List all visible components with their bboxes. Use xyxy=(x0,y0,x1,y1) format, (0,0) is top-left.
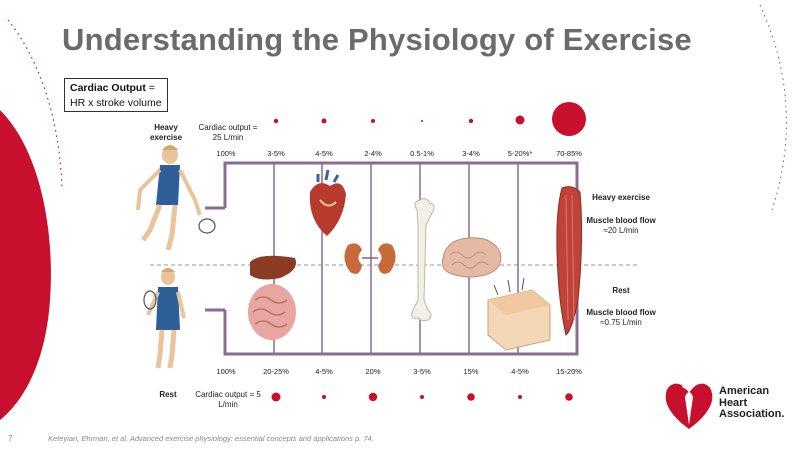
cardiac-output-term: Cardiac Output xyxy=(70,82,146,94)
rest-pct-brain: 15% xyxy=(463,367,479,376)
side-heavy-flow: Muscle blood flow ≈20 L/min xyxy=(582,216,660,236)
heavy-pct-total: 100% xyxy=(216,149,236,158)
skeletal-muscle-icon xyxy=(556,186,583,336)
rest-pct-skin: 4-5% xyxy=(511,367,529,376)
reference-citation: Keteyian, Ehrman, et al. Advanced exerci… xyxy=(48,434,374,443)
aha-wordmark: American Heart Association. xyxy=(719,385,785,421)
rest-dot-skin xyxy=(518,395,522,399)
rest-pct-digestive: 20-25% xyxy=(263,367,289,376)
rest-pct-bone: 3-5% xyxy=(413,367,431,376)
rest-pct-heart: 4-5% xyxy=(315,367,333,376)
rest-exercise-dots xyxy=(271,392,573,402)
dotted-arc-left xyxy=(7,19,63,191)
heavy-pct-brain: 3-4% xyxy=(462,149,480,158)
side-rest-title: Rest xyxy=(612,286,630,295)
tennis-player-heavy-figure xyxy=(136,145,216,251)
tennis-player-rest-figure xyxy=(143,268,186,369)
rest-dot-muscle xyxy=(565,393,573,401)
heavy-dot-skin xyxy=(515,115,525,125)
side-heavy-flow-label: Muscle blood flow xyxy=(586,216,656,225)
rest-dot-digestive xyxy=(271,392,281,402)
rest-dot-kidneys xyxy=(368,392,378,402)
rest-pct-muscle: 15-20% xyxy=(556,367,582,376)
heavy-exercise-label: Heavy exercise xyxy=(149,123,183,142)
rest-pct-total: 100% xyxy=(216,367,236,376)
heavy-dot-bone xyxy=(421,120,423,122)
aha-line-3: Association. xyxy=(719,408,785,420)
heavy-dot-brain xyxy=(468,118,474,124)
heavy-pct-skin: 5-20%* xyxy=(507,149,533,158)
liver-intestines-icon xyxy=(248,255,296,340)
heavy-exercise-dots xyxy=(273,102,586,136)
heart-icon xyxy=(309,169,346,236)
aha-heart-torch-logo-icon xyxy=(665,381,713,429)
rest-dot-brain xyxy=(467,393,475,401)
heavy-pct-kidneys: 2-4% xyxy=(364,149,382,158)
side-rest-flow-label: Muscle blood flow xyxy=(586,308,656,317)
heavy-dot-heart xyxy=(321,118,327,124)
heavy-pct-muscle: 70-85% xyxy=(556,149,582,158)
red-arc-decoration xyxy=(0,110,51,420)
heavy-pct-digestive: 3-5% xyxy=(267,149,285,158)
heavy-cardiac-output: Cardiac output = 25 L/min xyxy=(198,123,258,142)
heavy-dot-digestive xyxy=(273,118,279,124)
rest-label: Rest xyxy=(159,390,177,399)
skin-icon xyxy=(487,277,551,351)
rest-pct-kidneys: 20% xyxy=(365,367,381,376)
rest-cardiac-output: Cardiac output = 5 L/min xyxy=(195,390,261,409)
side-heavy-flow-value: ≈20 L/min xyxy=(603,226,639,235)
cardiac-output-formula: HR x stroke volume xyxy=(70,97,162,109)
bone-icon xyxy=(411,198,435,322)
aha-line-2: Heart xyxy=(719,396,748,409)
heavy-dot-muscle xyxy=(552,102,586,136)
heavy-pct-heart: 4-5% xyxy=(315,149,333,158)
side-rest-flow: Muscle blood flow ≈0.75 L/min xyxy=(582,308,660,328)
side-rest-flow-value: ≈0.75 L/min xyxy=(600,318,642,327)
page-number: 7 xyxy=(8,434,13,443)
brain-icon xyxy=(441,237,502,278)
side-heavy-title: Heavy exercise xyxy=(592,193,650,202)
cardiac-output-definition: Cardiac Output = HR x stroke volume xyxy=(64,78,168,112)
rest-dot-bone xyxy=(420,395,424,399)
slide-title: Understanding the Physiology of Exercise xyxy=(62,22,692,57)
equals-sign: = xyxy=(148,82,155,94)
rest-dot-heart xyxy=(322,395,326,399)
aha-line-1: American xyxy=(719,385,770,397)
heavy-dot-kidneys xyxy=(371,119,375,123)
kidneys-icon xyxy=(344,243,396,274)
heavy-pct-bone: 0.5-1% xyxy=(410,149,434,158)
